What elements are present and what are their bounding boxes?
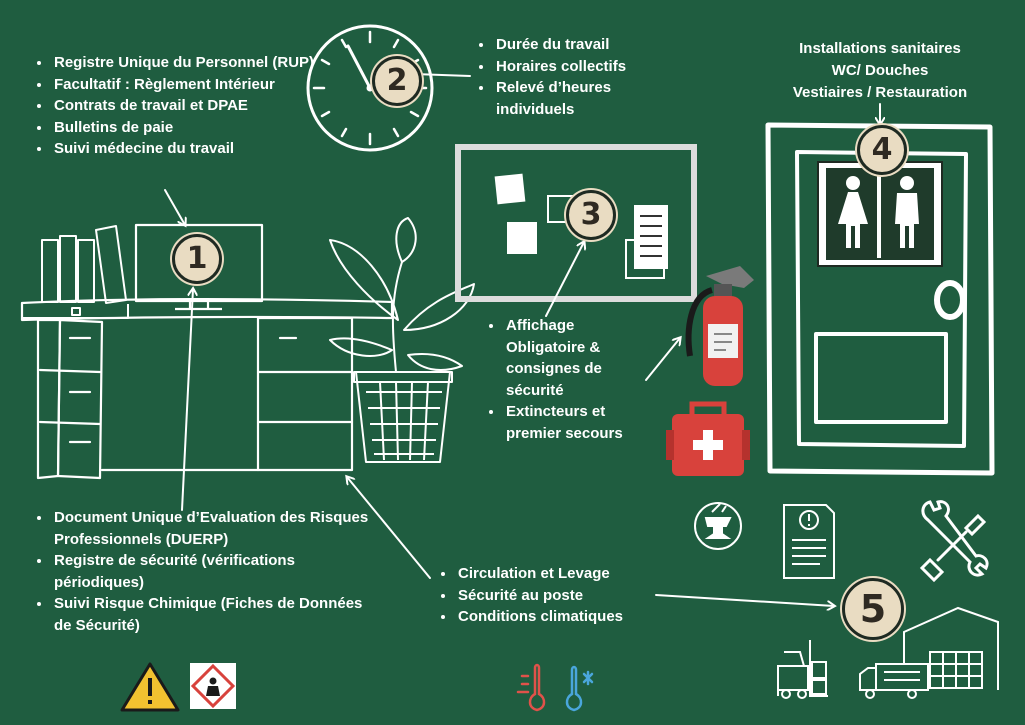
restroom-sign-icon (817, 161, 943, 267)
list-item: Sécurité au poste (456, 585, 686, 607)
list-item: Relevé d’heures individuels (494, 77, 674, 120)
forklift-icon (777, 640, 828, 699)
badge-2: 2 (372, 56, 422, 106)
list-item: Suivi médecine du travail (52, 138, 337, 160)
list-item: Durée du travail (494, 34, 674, 56)
section-2-list: Durée du travail Horaires collectifs Rel… (474, 34, 674, 120)
monitor-icon (134, 223, 264, 311)
list-item: Facultatif : Règlement Intérieur (52, 74, 337, 96)
connector-arrows (164, 74, 880, 606)
list-item: Circulation et Levage (456, 563, 686, 585)
desk-illustration (20, 298, 394, 480)
list-item: Registre de sécurité (vérifications péri… (52, 550, 372, 593)
list-item: Document Unique d’Evaluation des Risques… (52, 507, 372, 550)
warehouse-icon (903, 606, 999, 690)
section-1-list: Registre Unique du Personnel (RUP) Facul… (32, 52, 337, 160)
list-item: Conditions climatiques (456, 606, 686, 628)
badge-3: 3 (566, 190, 616, 240)
list-item: Extincteurs et premier secours (504, 401, 654, 444)
document-alert-icon (783, 504, 835, 579)
thermometer-icon (516, 663, 594, 712)
list-item: Bulletins de paie (52, 117, 337, 139)
warning-sign-icon (120, 662, 180, 712)
restroom-door-icon (765, 122, 995, 476)
list-item: Registre Unique du Personnel (RUP) (52, 52, 337, 74)
section-4-line: Vestiaires / Restauration (792, 84, 968, 101)
tools-icon (919, 500, 989, 583)
fire-extinguisher-icon (685, 266, 754, 386)
plant-icon (329, 217, 475, 463)
section-4-line: Installations sanitaires (799, 40, 961, 57)
list-item: Contrats de travail et DPAE (52, 95, 337, 117)
health-hazard-pictogram (190, 663, 236, 709)
section-duerp-list: Document Unique d’Evaluation des Risques… (32, 507, 372, 636)
section-3-list: Affichage Obligatoire & consignes de séc… (484, 315, 654, 444)
list-item: Suivi Risque Chimique (Fiches de Données… (52, 593, 372, 636)
anvil-icon (694, 502, 742, 550)
notice-board-icon (455, 144, 697, 302)
truck-icon (859, 663, 929, 699)
badge-4: 4 (857, 125, 907, 175)
badge-5: 5 (842, 578, 904, 640)
section-4-line: WC/ Douches (831, 62, 929, 79)
list-item: Horaires collectifs (494, 56, 674, 78)
clock-icon (306, 24, 434, 152)
first-aid-kit-icon (666, 401, 750, 476)
list-item: Affichage Obligatoire & consignes de séc… (504, 315, 654, 401)
books-icon (21, 225, 129, 319)
badge-1: 1 (172, 234, 222, 284)
section-5-list: Circulation et Levage Sécurité au poste … (436, 563, 686, 628)
section-4-text: Installations sanitaires WC/ Douches Ves… (765, 38, 995, 104)
